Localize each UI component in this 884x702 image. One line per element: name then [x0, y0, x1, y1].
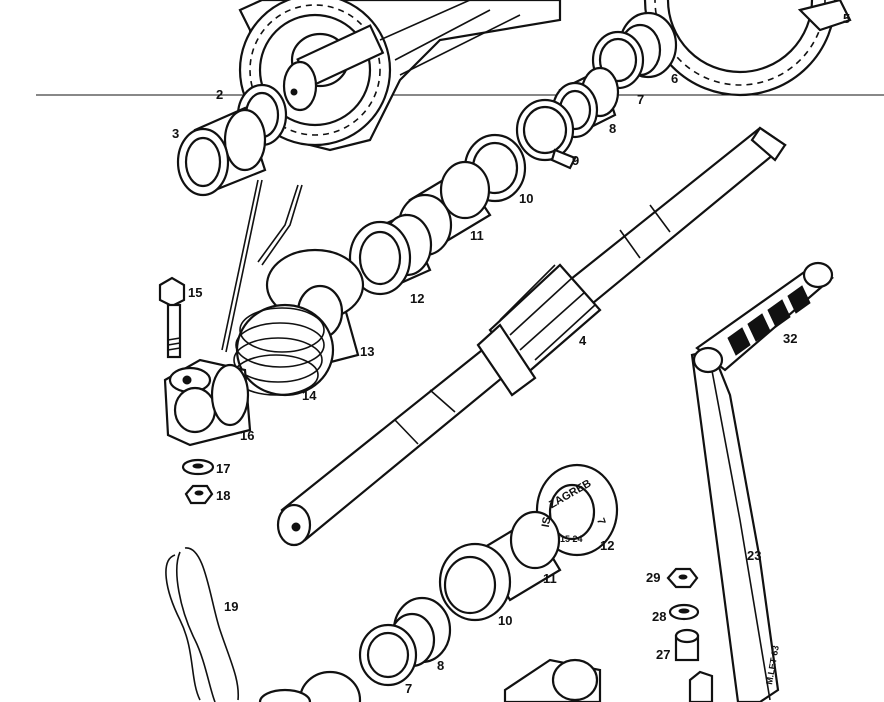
part-4-shaft [276, 126, 787, 547]
part-12-bearing [348, 213, 433, 296]
part-7b-ring [358, 623, 418, 687]
label-part-6: 6 [671, 71, 678, 86]
part-15-bolt [158, 276, 186, 359]
label-part-8b: 8 [437, 658, 444, 673]
label-part-10: 10 [519, 191, 533, 206]
stamp-line-4: 7 [594, 517, 607, 527]
label-part-29: 29 [646, 570, 660, 585]
label-part-13: 13 [360, 344, 374, 359]
label-part-3: 3 [172, 126, 179, 141]
part-23-lever [688, 348, 780, 702]
label-part-16: 16 [240, 428, 254, 443]
label-part-14: 14 [302, 388, 317, 403]
label-part-7b: 7 [405, 681, 412, 696]
label-part-32: 32 [783, 331, 797, 346]
label-part-11: 11 [470, 228, 484, 243]
stamp-line-3: 15 24 [560, 534, 583, 544]
label-part-23: 23 [747, 548, 761, 563]
gear-top-right [643, 0, 852, 97]
label-part-2: 2 [216, 87, 223, 102]
label-part-9: 9 [572, 153, 579, 168]
label-part-11b: 11 [543, 571, 557, 586]
part-10b-ring [438, 542, 512, 622]
part-3-sleeve [176, 106, 267, 197]
label-part-7: 7 [637, 92, 644, 107]
pins [221, 179, 303, 353]
label-part-15: 15 [188, 285, 202, 300]
label-part-5: 5 [843, 11, 850, 26]
stamp-line-2: IS [540, 516, 554, 528]
label-part-27: 27 [656, 647, 670, 662]
part-19-wire [165, 547, 240, 702]
label-part-4: 4 [579, 333, 587, 348]
gear-large-left [238, 0, 562, 152]
label-part-8: 8 [609, 121, 616, 136]
part-27-bushing [674, 628, 700, 662]
label-part-19: 19 [224, 599, 238, 614]
label-part-10b: 10 [498, 613, 512, 628]
part-18-nut [184, 484, 214, 505]
part-16-clamp [163, 358, 252, 447]
label-part-18: 18 [216, 488, 230, 503]
part-17-washer [181, 458, 215, 476]
label-part-12b: 12 [600, 538, 614, 553]
bottom-partial-parts [258, 658, 602, 702]
part-9-circlip [515, 98, 577, 170]
part-28-washer [668, 603, 700, 621]
part-14-spring [233, 303, 335, 397]
label-part-28: 28 [652, 609, 666, 624]
label-part-17: 17 [216, 461, 230, 476]
label-part-12: 12 [410, 291, 424, 306]
part-32-grip [692, 261, 835, 374]
part-29-nut [666, 567, 699, 589]
